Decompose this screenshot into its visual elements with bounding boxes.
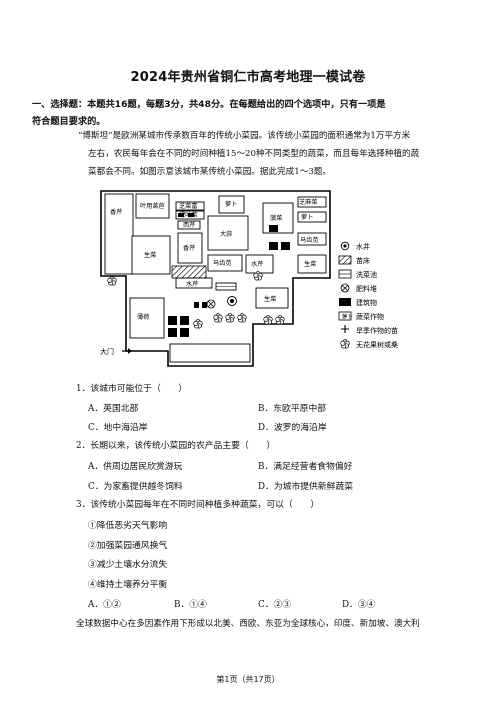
label-bohe: 薄荷 [137,313,149,321]
plot-dasuan [207,215,249,251]
q1-option-a[interactable]: A．英国北部 [88,404,139,414]
label-shuiqin-lower: 水芹 [186,280,198,288]
label-zhima: 芝麻菜 [299,198,318,206]
plot-shengcai-left [131,235,171,275]
plot-bohe [129,297,165,339]
q2-option-b[interactable]: B．满足经营者食物偏好 [258,462,353,472]
label-shuiqin-mid: 水芹 [251,260,263,268]
label-xihu: 西芹 [183,221,195,229]
label-madi-right: 马齿苋 [300,236,319,244]
label-dasuan: 大蒜 [220,230,232,238]
garden-map: 香芹 叶用莴苣 芝菜富 绿叶菜 西芹 萝卜 大蒜 菠菜 芝麻菜 萝卜 马齿苋 香… [100,190,398,367]
passage-line1: “博斯坦”是欧洲某城市传承数百年的传统小菜园。该传统小菜园的面积通常为1万平方米 [78,131,411,141]
label-lvye: 绿叶菜 [179,211,198,219]
section-heading-line1: 一、选择题：本题共16题，每题3分，共48分。在每题给出的四个选项中，只有一项是 [32,99,386,110]
seedbed-area [171,265,207,279]
plot-shengcai-mid [297,254,327,274]
svg-text:苗床: 苗床 [356,256,370,265]
label-yeyong: 叶用莴苣 [140,202,165,210]
svg-text:无花果树或桑树: 无花果树或桑树 [356,340,398,349]
plot-madi-mid [207,254,243,272]
question-2-stem: 2．长期以来，该传统小菜园的农产品主要（ ） [76,441,276,451]
svg-text:建筑物: 建筑物 [356,298,377,307]
label-xiangqin-mid: 香芹 [183,244,195,252]
q3-item-1: ①降低恶劣天气影响 [88,521,168,531]
label-madi-mid: 马齿苋 [213,259,232,267]
well-icon [227,296,237,306]
legend-tree: 无花果树或桑树 [340,339,398,349]
plot-luobo1 [218,195,245,214]
section-heading-line2: 符合题目要求的。 [32,116,106,127]
q3-option-b[interactable]: B．①④ [174,600,207,610]
q1-option-b[interactable]: B．东欧平原中部 [258,404,327,414]
question-1-stem: 1．该城市可能位于（ ） [76,384,188,394]
q3-option-d[interactable]: D．③④ [342,600,376,610]
label-shengcai-left: 生菜 [144,251,156,259]
q3-item-2: ②加强菜园通风换气 [88,541,168,551]
svg-text:旱季作物的苗围: 旱季作物的苗围 [356,326,398,335]
label-luobo-top: 萝卜 [225,200,237,208]
legend-fertilizer: 肥料堆 [340,283,377,293]
legend-building: 建筑物 [339,298,377,307]
passage-line3: 菜都会不同。如图示意该城市某传统小菜园。据此完成1～3题。 [88,167,331,177]
q3-item-4: ④维持土壤养分平衡 [88,580,168,590]
plot-zhicai [175,201,205,211]
svg-text:洗菜池: 洗菜池 [356,270,377,279]
q2-option-d[interactable]: D．为城市提供新鲜蔬菜 [258,482,354,492]
passage-line2: 左右，农民每年会在不同的时间种植15～20种不同类型的蔬菜，而且每年选择种植的蔬 [88,149,420,159]
svg-text:水井: 水井 [356,242,370,251]
legend-well: 水井 [340,241,370,251]
q1-option-d[interactable]: D．波罗的海沿岸 [258,423,327,433]
q3-option-c[interactable]: C．②③ [258,600,292,610]
legend-seedbed: 苗床 [338,255,370,265]
buildings [168,213,290,337]
legend-washpond: 洗菜池 [338,269,377,279]
page-title: 2024年贵州省铜仁市高考地理一模试卷 [130,70,366,85]
map-legend: 水井 苗床 洗菜池 肥料堆 建筑物 萝卜 蔬菜作物 旱季作物的苗围 [338,241,398,349]
label-shengcai-mid: 生菜 [304,260,316,268]
label-damen: 大门 [100,347,114,356]
section-heading: 一、选择题：本题共16题，每题3分，共48分。在每题给出的四个选项中，只有一项是… [32,96,472,130]
q3-option-a[interactable]: A．①② [88,600,121,610]
plot-lvye2 [297,211,327,223]
label-boling: 菠菜 [270,214,282,222]
legend-dryseason: 旱季作物的苗围 [341,325,398,335]
label-shengcai-lower: 生菜 [264,295,276,303]
plot-xiangqin2 [177,232,203,264]
plot-xiqin [177,220,201,230]
plot-zhima [297,196,327,208]
svg-text:肥料堆: 肥料堆 [356,284,377,293]
q1-option-c[interactable]: C．地中海沿岸 [88,423,148,433]
label-lvye2: 萝卜 [301,213,313,221]
next-passage-line: 全球数据中心在多因素作用下形成以北美、西欧、东亚为全球核心，印度、新加坡、澳大利 [76,619,420,629]
svg-text:萝卜: 萝卜 [342,313,353,321]
svg-text:蔬菜作物: 蔬菜作物 [356,312,384,321]
plot-yeyong [135,193,170,219]
legend-vegetable: 萝卜 蔬菜作物 [338,311,384,321]
plot-shengcai-lower [255,287,289,309]
q2-option-a[interactable]: A．供周边居民欣赏游玩 [88,462,183,472]
fertilizer-pile [206,299,216,309]
label-zhicai: 芝菜富 [179,202,198,210]
page-footer: 第1页（共17页） [216,675,280,684]
plot-madi-right [297,232,327,246]
q2-option-c[interactable]: C．为家畜提供越冬饲料 [88,482,183,492]
plot-xiangqin [104,193,134,275]
plot-bottom-long [169,343,251,363]
label-xiangqin-top: 香芹 [110,208,122,216]
q3-item-3: ③减少土壤水分流失 [88,560,168,570]
question-3-stem: 3．该传统小菜园每年在不同时间种植多种蔬菜，可以（ ） [76,500,320,510]
